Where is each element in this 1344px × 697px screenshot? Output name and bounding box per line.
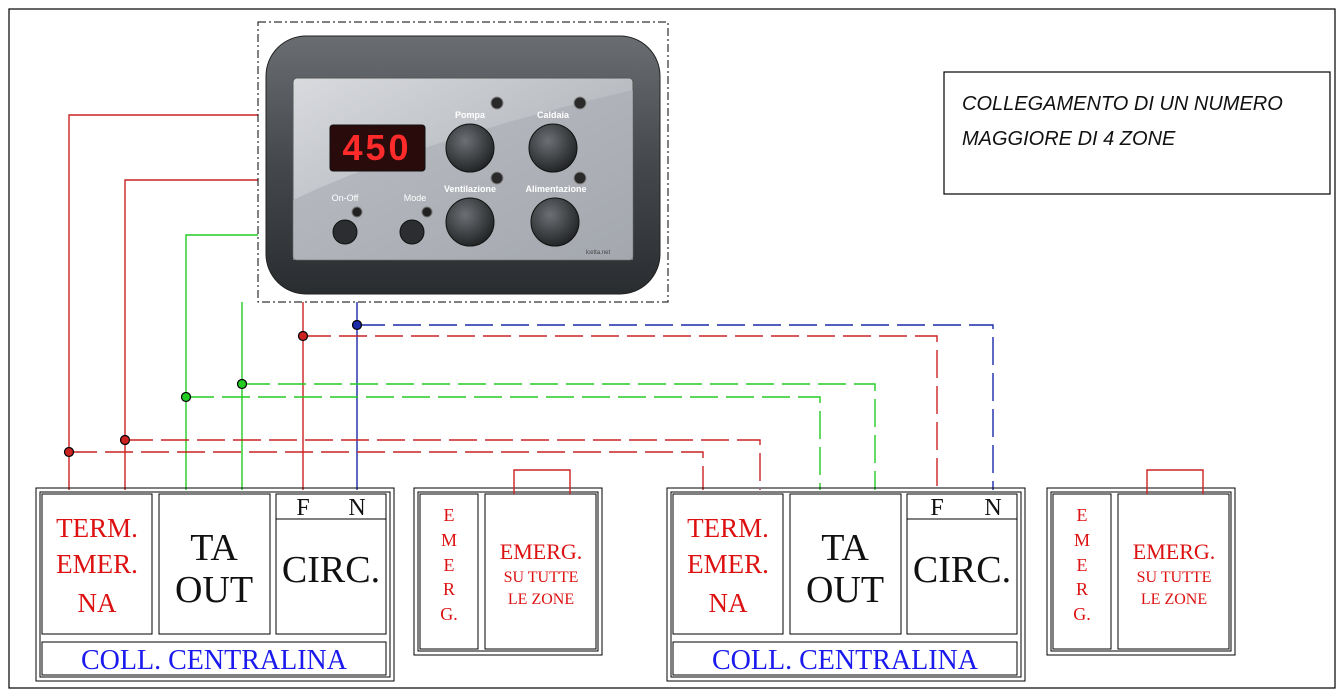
emerg-line-1: EMERG. <box>1133 539 1216 564</box>
emerg-v-2: M <box>1074 530 1090 550</box>
knob-alimentazione[interactable] <box>530 197 580 247</box>
block-2-outer <box>666 487 1026 682</box>
emerg-vertical-cell <box>419 493 479 650</box>
footer-cell <box>41 641 387 676</box>
caldaia-led <box>573 96 587 110</box>
emerg-line-2: SU TUTTE <box>504 569 579 586</box>
emerg-block-2-outer <box>1046 487 1236 656</box>
term-line-3: NA <box>78 588 117 618</box>
emerg-v-4: R <box>443 579 455 599</box>
note-line-2: MAGGIORE DI 4 ZONE <box>962 128 1176 150</box>
alimentazione-led <box>573 171 587 185</box>
circ-f-label: F <box>930 495 943 521</box>
junction-red <box>119 434 131 446</box>
knob-caldaia[interactable] <box>528 123 578 173</box>
emerg-line-3: LE ZONE <box>508 591 574 608</box>
ta-line-1: TA <box>190 527 238 569</box>
brand-label: lcetta.net <box>586 250 611 256</box>
block-2-inner <box>670 491 1022 678</box>
note-line-1: COLLEGAMENTO DI UN NUMERO <box>962 93 1283 115</box>
terminal-block-2 <box>666 469 1236 682</box>
ta-line-2: OUT <box>806 569 884 611</box>
led-display <box>329 124 426 172</box>
emerg-v-5: G. <box>1073 604 1091 624</box>
ta-cell <box>158 493 271 635</box>
knob-label-pompa: Pompa <box>455 110 486 120</box>
term-line-2: EMER. <box>56 549 138 579</box>
emerg-cell <box>1117 493 1230 650</box>
emerg-v-3: E <box>444 555 455 575</box>
junction-dots <box>63 319 363 458</box>
mode-label: Mode <box>404 193 427 203</box>
emerg-v-2: M <box>441 530 457 550</box>
junction-green <box>236 378 248 390</box>
block-1-inner <box>39 491 391 678</box>
footer-cell <box>672 641 1018 676</box>
emerg-line-1: EMERG. <box>500 539 583 564</box>
junction-green <box>180 391 192 403</box>
emerg-line-3: LE ZONE <box>1141 591 1207 608</box>
emerg-block-2-inner <box>1050 491 1232 652</box>
ta-line-2: OUT <box>175 569 253 611</box>
knob-label-alimentazione: Alimentazione <box>525 184 586 194</box>
mode-led <box>421 206 433 218</box>
dashed-wires <box>69 324 994 490</box>
circ-n-label: N <box>348 495 365 521</box>
knob-label-caldaia: Caldaia <box>537 110 570 120</box>
emerg-block-1-outer <box>413 487 603 656</box>
terminal-block-1 <box>35 469 603 682</box>
emerg-cell <box>484 493 597 650</box>
footer-label: COLL. CENTRALINA <box>712 645 979 676</box>
emerg-v-3: E <box>1077 555 1088 575</box>
outer-frame <box>8 8 1336 689</box>
emerg-v-1: E <box>444 505 455 525</box>
controller-panel: 450 On-Off Mode Pompa Caldaia Ventilazio… <box>257 21 669 303</box>
circ-label: CIRC. <box>913 549 1011 591</box>
term-line-1: TERM. <box>687 513 769 543</box>
display-value: 450 <box>342 127 411 168</box>
circ-cell <box>275 493 387 635</box>
block-2-labels: TERM. EMER. NA TA OUT F N CIRC. COLL. CE… <box>687 495 1215 676</box>
knob-pompa[interactable] <box>445 123 495 173</box>
ta-line-1: TA <box>821 527 869 569</box>
block-1-outer <box>35 487 395 682</box>
knob-ventilazione[interactable] <box>445 197 495 247</box>
circ-cell <box>906 493 1018 635</box>
emerg-vertical-cell <box>1052 493 1112 650</box>
term-cell <box>41 493 153 635</box>
emerg-v-5: G. <box>440 604 458 624</box>
on-off-led <box>351 206 363 218</box>
circ-f-label: F <box>296 495 309 521</box>
ventilazione-led <box>490 171 504 185</box>
term-cell <box>672 493 784 635</box>
ta-cell <box>789 493 902 635</box>
on-off-label: On-Off <box>332 193 359 203</box>
circ-label: CIRC. <box>282 549 380 591</box>
emerg-jumper <box>1146 469 1204 494</box>
term-line-1: TERM. <box>56 513 138 543</box>
footer-label: COLL. CENTRALINA <box>81 645 348 676</box>
pompa-led <box>490 96 504 110</box>
emerg-v-1: E <box>1077 505 1088 525</box>
junction-blue <box>351 319 363 331</box>
emerg-line-2: SU TUTTE <box>1137 569 1212 586</box>
mode-button[interactable] <box>399 219 425 245</box>
emerg-block-1-inner <box>417 491 599 652</box>
term-line-3: NA <box>709 588 748 618</box>
knob-label-ventilazione: Ventilazione <box>444 184 496 194</box>
emerg-jumper <box>513 469 571 494</box>
emerg-v-4: R <box>1076 579 1088 599</box>
junction-red <box>63 446 75 458</box>
junction-red <box>297 330 309 342</box>
on-off-button[interactable] <box>332 219 358 245</box>
note-box <box>943 71 1331 195</box>
circ-n-label: N <box>984 495 1001 521</box>
term-line-2: EMER. <box>687 549 769 579</box>
block-1-labels: TERM. EMER. NA TA OUT F N CIRC. COLL. CE… <box>56 495 582 676</box>
